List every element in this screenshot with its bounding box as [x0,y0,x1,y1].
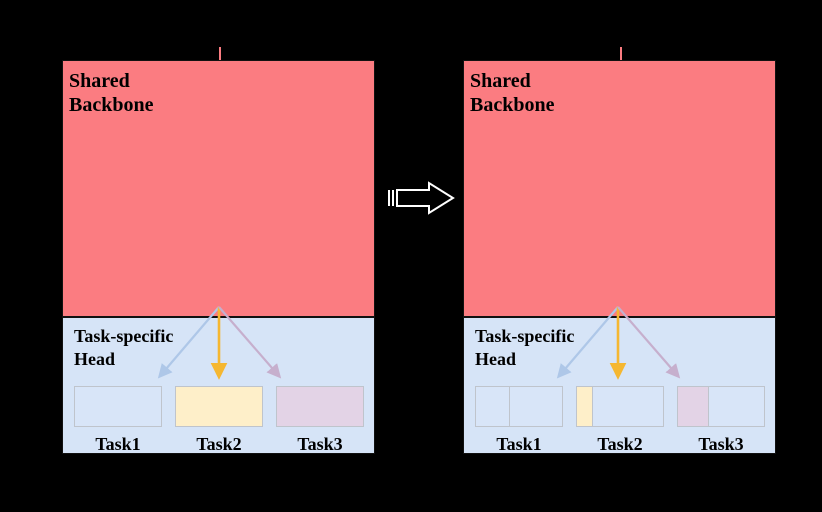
task-box-1-fill [476,387,509,426]
task-label-1: Task1 [95,434,141,454]
task-specific-head-label: Task-specific Head [475,326,575,369]
task-box-3-fill [277,387,363,426]
task-box-1 [475,386,563,427]
task-box-2 [576,386,664,427]
task-label-1: Task1 [496,434,542,454]
task-label-3: Task3 [698,434,744,454]
transformation-arrow-icon [388,181,455,215]
shared-backbone-block: Shared Backbone [62,60,375,317]
backbone-input-tick [619,47,622,60]
panel-before: Shared Backbone Task-specific Head Task1… [62,47,375,454]
task-box-2 [175,386,263,427]
shared-backbone-label: Shared Backbone [69,70,154,117]
task-label-row: Task1 Task2 Task3 [475,434,765,456]
backbone-input-tick [218,47,221,60]
task-box-2-fill [577,387,593,426]
task-box-2-fill [176,387,262,426]
task-label-2: Task2 [597,434,643,454]
shared-backbone-label: Shared Backbone [470,70,555,117]
task-specific-head-block: Task-specific Head Task1 Task2 Task3 [62,317,375,454]
task-box-row [475,386,765,427]
shared-backbone-block: Shared Backbone [463,60,776,317]
task-specific-head-label: Task-specific Head [74,326,174,369]
task-box-1-empty [508,387,562,426]
panel-after: Shared Backbone Task-specific Head [463,47,776,454]
task-box-1-fill [75,387,161,426]
task-box-2-empty [592,387,663,426]
task-box-row [74,386,364,427]
task-box-3-fill [678,387,709,426]
task-specific-head-block: Task-specific Head Task1 Task2 Ta [463,317,776,454]
task-label-row: Task1 Task2 Task3 [74,434,364,456]
task-box-3 [677,386,765,427]
task-label-2: Task2 [196,434,242,454]
task-label-3: Task3 [297,434,343,454]
task-box-1 [74,386,162,427]
task-box-3-empty [708,387,764,426]
task-box-3 [276,386,364,427]
